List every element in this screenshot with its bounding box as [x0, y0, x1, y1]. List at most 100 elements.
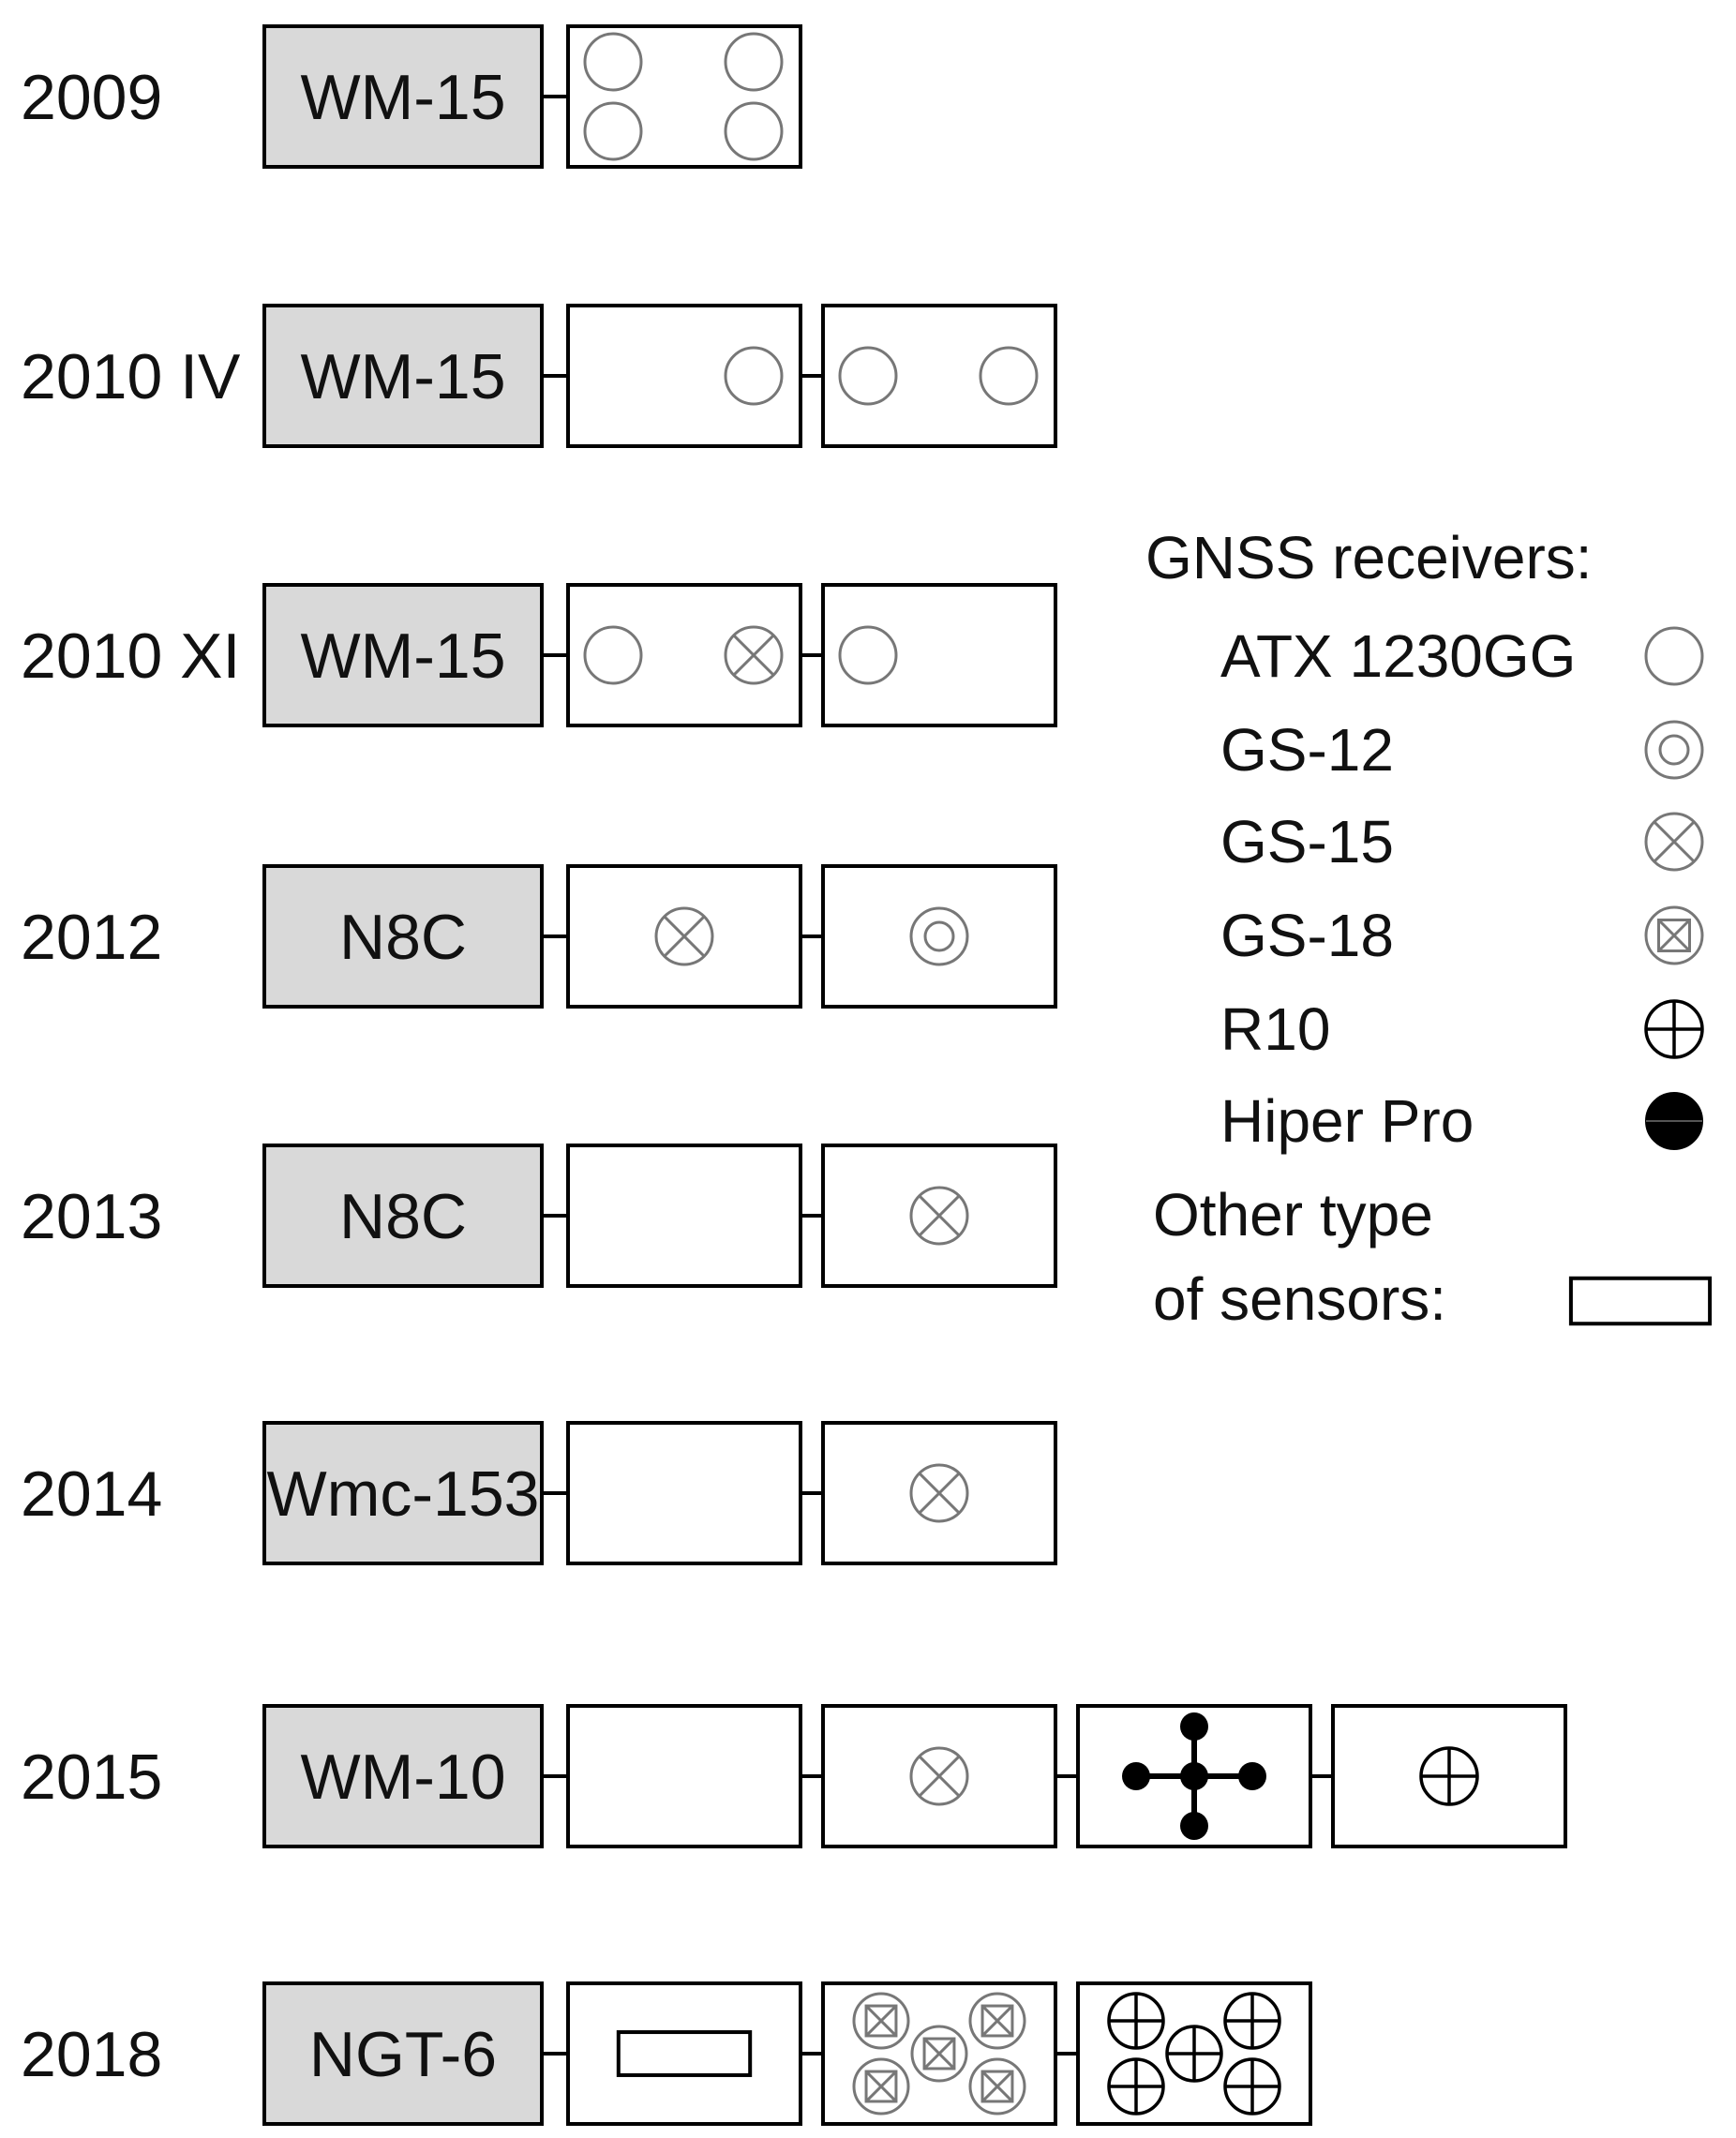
r10-legend-icon — [1644, 999, 1704, 1059]
instrument-label: WM-10 — [300, 1742, 505, 1813]
sensor-box — [566, 583, 802, 727]
sensor-box — [566, 1981, 802, 2126]
legend-other-sensor-symbol — [1568, 1276, 1713, 1326]
instrument-box — [262, 864, 544, 1009]
measurement-row: 2014 Wmc-153 — [21, 1421, 1057, 1565]
instrument-label: WM-15 — [300, 62, 505, 133]
legend-item: R10 — [1220, 995, 1704, 1063]
hiper-pro-icon — [1238, 1762, 1266, 1790]
hiper-legend-icon — [1645, 1092, 1703, 1150]
gs18-receiver-icon — [852, 1992, 910, 2050]
sensor-box — [821, 864, 1057, 1009]
instrument-label: N8C — [339, 1181, 467, 1252]
measurement-row: 2015 WM-10 — [21, 1704, 1567, 1848]
r10-receiver-icon — [1223, 1992, 1281, 2050]
legend-item: GS-12 — [1220, 716, 1704, 784]
measurement-row: 2009 WM-15 — [21, 24, 802, 169]
legend-item-label: GS-15 — [1220, 808, 1394, 875]
legend-item: ATX 1230GG — [1220, 622, 1704, 690]
sensor-legend-icon — [1568, 1276, 1713, 1326]
legend-item: GS-15 — [1220, 808, 1704, 875]
r10-receiver-icon — [1419, 1746, 1479, 1806]
hiper-pro-icon — [1180, 1762, 1208, 1790]
atx-receiver-icon — [583, 32, 643, 92]
sensor-receiver-icon — [616, 2030, 753, 2077]
gs15-receiver-icon — [909, 1746, 969, 1806]
hiper-pro-icon — [1180, 1712, 1208, 1741]
gs18-receiver-icon — [968, 2057, 1026, 2116]
gs18-receiver-icon — [910, 2025, 968, 2083]
instrument-box — [262, 24, 544, 169]
gs15-receiver-icon — [909, 1463, 969, 1523]
atx-receiver-icon — [583, 101, 643, 161]
legend-item: GS-18 — [1220, 902, 1704, 969]
row-year-label: 2018 — [21, 2019, 162, 2090]
gs18-receiver-icon — [852, 2057, 910, 2116]
legend-title: GNSS receivers: — [1145, 524, 1593, 591]
row-year-label: 2009 — [21, 62, 162, 133]
gs15-legend-icon — [1644, 812, 1704, 872]
legend-item-label: Hiper Pro — [1220, 1087, 1474, 1155]
instrument-label: WM-15 — [300, 620, 505, 692]
legend-item: Hiper Pro — [1220, 1087, 1703, 1155]
gs18-legend-icon — [1644, 905, 1704, 965]
sensor-box — [821, 583, 1057, 727]
atx-receiver-icon — [583, 625, 643, 685]
sensor-box — [821, 304, 1057, 448]
atx-receiver-icon — [838, 625, 898, 685]
gs15-receiver-icon — [724, 625, 784, 685]
sensor-box — [821, 1144, 1057, 1288]
r10-receiver-icon — [1165, 2025, 1223, 2083]
r10-receiver-icon — [1223, 2057, 1281, 2116]
sensor-box — [566, 304, 802, 448]
legend-other-line1: Other type — [1153, 1181, 1433, 1248]
gs12-receiver-icon — [909, 906, 969, 966]
instrument-box — [262, 1704, 544, 1848]
instrument-box — [262, 1421, 544, 1565]
gs18-receiver-icon — [968, 1992, 1026, 2050]
legend-item-label: R10 — [1220, 995, 1330, 1063]
measurement-row: 2013 N8C — [21, 1144, 1057, 1288]
row-year-label: 2014 — [21, 1458, 162, 1530]
instrument-box — [262, 304, 544, 448]
measurement-row: 2010 XI WM-15 — [21, 583, 1057, 727]
gs15-receiver-icon — [909, 1186, 969, 1246]
atx-receiver-icon — [838, 346, 898, 406]
atx-receiver-icon — [724, 32, 784, 92]
sensor-box — [566, 1144, 802, 1288]
hiper-pro-cluster — [1122, 1712, 1266, 1840]
legend-item-label: GS-12 — [1220, 716, 1394, 784]
sensor-box — [566, 1421, 802, 1565]
instrument-label: NGT-6 — [309, 2019, 497, 2090]
legend-item-label: ATX 1230GG — [1220, 622, 1576, 690]
sensor-box — [566, 1704, 802, 1848]
instrument-box — [262, 1981, 544, 2126]
atx-receiver-icon — [724, 101, 784, 161]
legend-other-line2: of sensors: — [1153, 1265, 1446, 1333]
row-year-label: 2010 IV — [21, 341, 241, 412]
atx-receiver-icon — [724, 346, 784, 406]
r10-receiver-icon — [1107, 2057, 1165, 2116]
sensor-box — [566, 24, 802, 169]
measurement-row: 2018 NGT-6 — [21, 1981, 1312, 2126]
instrument-box — [262, 1144, 544, 1288]
row-year-label: 2013 — [21, 1181, 162, 1252]
gs12-legend-icon — [1644, 720, 1704, 780]
hiper-pro-icon — [1180, 1812, 1208, 1840]
hiper-pro-icon — [1122, 1762, 1150, 1790]
legend: GNSS receivers: ATX 1230GG GS-12GS-15GS-1… — [1145, 524, 1713, 1333]
instrument-label: Wmc-153 — [267, 1458, 540, 1530]
legend-item-label: GS-18 — [1220, 902, 1394, 969]
row-year-label: 2010 XI — [21, 620, 240, 692]
atx-receiver-icon — [979, 346, 1039, 406]
r10-receiver-icon — [1107, 1992, 1165, 2050]
row-year-label: 2012 — [21, 902, 162, 973]
row-year-label: 2015 — [21, 1742, 162, 1813]
atx-legend-icon — [1644, 626, 1704, 686]
gs15-receiver-icon — [654, 906, 714, 966]
